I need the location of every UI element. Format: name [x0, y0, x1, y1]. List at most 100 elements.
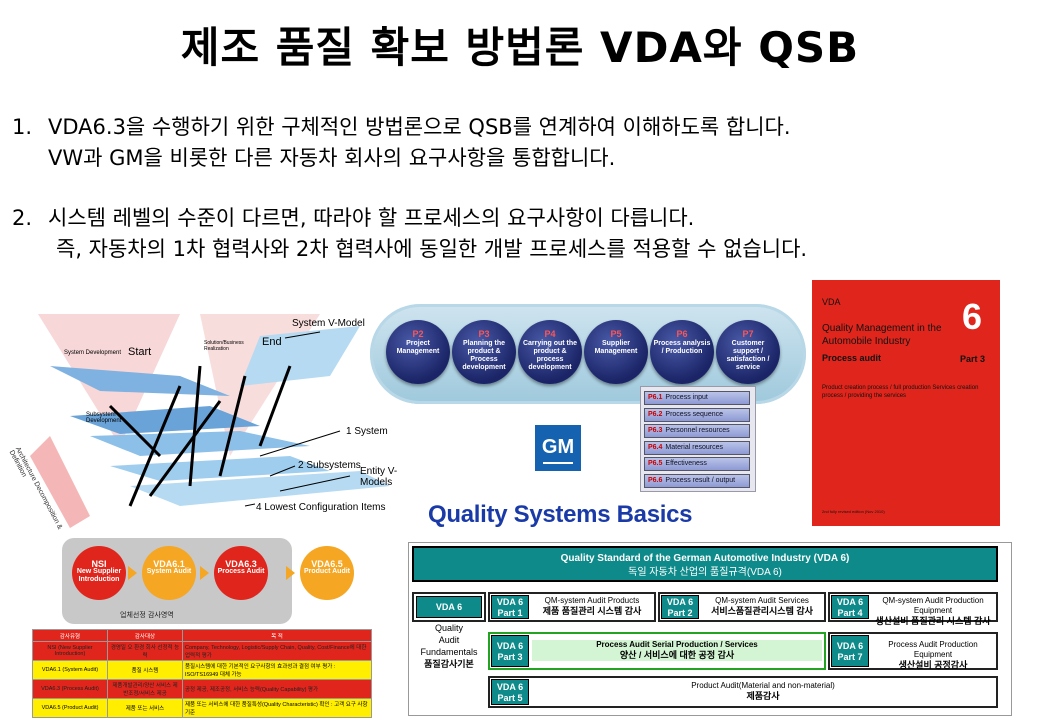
- vda6-part-ko: 서비스품질관리시스템 감사: [711, 606, 813, 616]
- bullet-text: 시스템 레벨의 수준이 다르면, 따라야 할 프로세스의 요구사항이 다릅니다.: [48, 206, 695, 230]
- step-code: P7: [742, 329, 754, 339]
- system-vmodel-label: System V-Model: [292, 318, 365, 329]
- vda-book-cover: VDA 6 Quality Management in the Automobi…: [812, 280, 1000, 526]
- p6-code: P6.5: [648, 460, 663, 467]
- table-cell: 품질시스템에 대한 기본적인 요구사항의 효과성과 결점 여부 평가 : ISO…: [182, 660, 372, 680]
- one-system-label: 1 System: [346, 426, 388, 437]
- p6-label: Process result / output: [665, 476, 736, 484]
- step-label: Process analysis / Production: [653, 340, 711, 355]
- flow-arrow: [286, 566, 295, 580]
- end-label: End: [262, 336, 282, 348]
- vda6-part-vda: VDA 6: [496, 682, 524, 692]
- step-label: Planning the product & Process developme…: [462, 340, 506, 371]
- table-header: 목 적: [182, 629, 372, 642]
- p6-code: P6.1: [648, 394, 663, 401]
- flow-step-title: VDA6.3: [225, 559, 257, 569]
- table-header: 감사대상: [107, 629, 183, 642]
- vda6-part-text: Product Audit(Material and non-material)…: [532, 681, 994, 702]
- vda6-part-ko: 제품 품질관리 시스템 감사: [542, 606, 642, 616]
- p6-code: P6.4: [648, 443, 663, 451]
- vda6-structure: [408, 542, 1012, 716]
- bullet-text: VW과 GM을 비롯한 다른 자동차 회사의 요구사항을 통합합니다.: [48, 146, 616, 170]
- p6-label: Process input: [665, 394, 708, 401]
- table-cell: 제품개발관리/양산 서비스 제반조정/서비스 제공: [107, 679, 183, 699]
- flow-step-label: Process Audit: [217, 568, 265, 575]
- p6-code: P6.3: [648, 427, 663, 434]
- p6-label: Effectiveness: [665, 460, 707, 467]
- bullet-1: 1. VDA6.3을 수행하기 위한 구체적인 방법론으로 QSB를 연계하여 이…: [12, 112, 791, 174]
- bullet-2: 2. 시스템 레벨의 수준이 다르면, 따라야 할 프로세스의 요구사항이 다릅니…: [12, 203, 807, 265]
- step-label: Customer support / satisfaction / servic…: [726, 340, 770, 371]
- vda6-part-vda: VDA 6: [666, 597, 694, 607]
- table-cell: VDA6.1 (System Audit): [32, 660, 108, 680]
- vda6-part-num: Part 5: [497, 693, 523, 703]
- qa-line: Fundamentals: [420, 647, 478, 657]
- bullet-number: 2.: [12, 206, 33, 230]
- book-part: Part 3: [960, 354, 986, 364]
- vda6-part-en: Process Audit Serial Production / Servic…: [596, 640, 758, 649]
- vda6-part-vda: VDA 6: [496, 597, 524, 607]
- subsystem-dev-label: Subsystem Development: [86, 412, 122, 424]
- book-subtitle: Product creation process / full producti…: [822, 385, 979, 399]
- solution-label: Solution/Business Realization: [204, 340, 244, 352]
- v-model-diagram: System V-Model Start End System Developm…: [8, 306, 410, 531]
- table-cell: VDA6.5 (Product Audit): [32, 698, 108, 718]
- table-cell: Company, Technology, Logistic/Supply Cha…: [182, 641, 372, 661]
- bullet-number: 1.: [12, 115, 33, 139]
- table-cell: 품질 시스템: [107, 660, 183, 680]
- table-cell: 경영일 오 환경 회사 선정적 능력: [107, 641, 183, 661]
- lowest-config-label: 4 Lowest Configuration Items: [256, 502, 386, 513]
- vda6-header-en: Quality Standard of the German Automotiv…: [560, 553, 850, 564]
- audit-type-table: 감사유형 감사대상 목 적 NSI (New Supplier Introduc…: [32, 629, 372, 718]
- vda6-part-box: [488, 676, 998, 708]
- vda6-part-vda: VDA 6: [836, 597, 864, 607]
- step-code: P6: [676, 329, 688, 339]
- book-vda: VDA: [822, 297, 841, 307]
- two-subsystems-label: 2 Subsystems: [298, 460, 361, 471]
- vda6-part-en: Product Audit(Material and non-material): [691, 681, 835, 690]
- flow-step-label: New Supplier Introduction: [76, 568, 122, 583]
- step-code: P2: [412, 329, 424, 339]
- vda6-part-num: Part 2: [667, 608, 693, 618]
- flow-arrow: [128, 566, 137, 580]
- system-dev-label: System Development: [64, 350, 122, 356]
- page-title: 제조 품질 확보 방법론 VDA와 QSB: [180, 23, 860, 72]
- flow-step-title: VDA6.1: [153, 559, 185, 569]
- p6-label: Material resources: [665, 443, 723, 451]
- p6-label: Personnel resources: [665, 427, 730, 434]
- vda6-part-en: QM-system Audit Production Equipment: [882, 596, 984, 615]
- vda6-header-ko: 독일 자동차 산업의 품질규격(VDA 6): [628, 567, 782, 578]
- book-edition: 2nd fully revised edition (Nov 2010): [822, 509, 885, 514]
- flow-step-label: System Audit: [146, 568, 192, 575]
- flow-caption: 업체선정 감사영역: [120, 611, 174, 619]
- table-header: 감사유형: [32, 629, 108, 642]
- flow-step-title: VDA6.5: [311, 559, 343, 569]
- table-row: VDA6.3 (Process Audit)제품개발관리/양산 서비스 제반조정…: [32, 679, 372, 699]
- step-code: P5: [610, 329, 622, 339]
- vda6-part-vda: VDA 6: [496, 641, 524, 651]
- gm-logo: GM: [535, 425, 581, 471]
- vda6-part-en: Process Audit Production Equipment: [888, 640, 978, 659]
- step-code: P4: [544, 329, 556, 339]
- table-row: NSI (New Supplier Introduction)경영일 오 환경 …: [32, 641, 372, 661]
- bullet-text: VDA6.3을 수행하기 위한 구체적인 방법론으로 QSB를 연계하여 이해하…: [48, 115, 791, 139]
- step-label: Supplier Management: [594, 340, 638, 355]
- entity-vmodels-label: Entity V-Models: [360, 466, 398, 488]
